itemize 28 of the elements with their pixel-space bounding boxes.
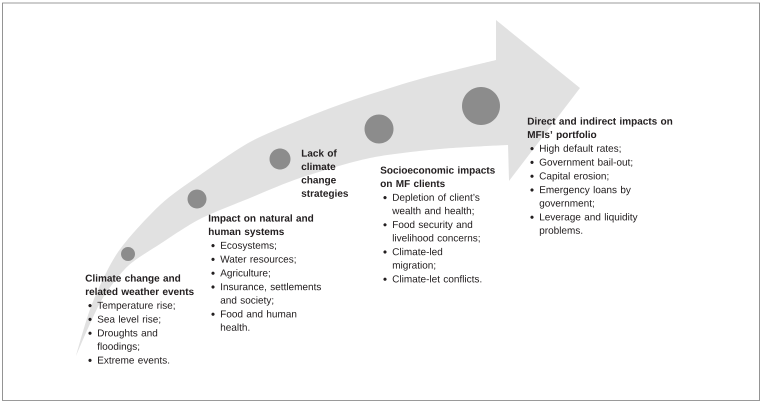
list-item: Capital erosion; [540, 172, 608, 182]
circle-marker [462, 87, 500, 125]
step-heading: Lack of climate change strategies [302, 149, 348, 199]
step-heading: Socioeconomic impacts on MF clients [380, 166, 495, 188]
list-item: Climate-let conflicts. [392, 275, 482, 282]
list-item: Temperature rise; [97, 302, 175, 311]
list-item: Sea level rise; [98, 315, 160, 324]
circle-marker [121, 247, 135, 261]
step-heading: Impact on natural and human systems [208, 214, 314, 238]
circle-marker [364, 114, 394, 144]
step-heading: Climate change and related weather events [86, 274, 194, 296]
list-item: Water resources; [220, 256, 296, 264]
list-item: Food and human health. [220, 310, 296, 331]
list-item: Climate-led migration; [392, 248, 442, 271]
list-item: Government bail-out; [540, 158, 632, 167]
list-item: Extreme events. [98, 356, 170, 364]
list-item: Depletion of client’s wealth and health; [392, 194, 480, 216]
list-item: Agriculture; [220, 269, 270, 278]
circle-marker [270, 148, 290, 170]
step-heading: Direct and indirect impacts on MFIs’ portfolio [528, 117, 672, 140]
list-item: Food security and livelihood concerns; [392, 220, 480, 243]
list-item: Leverage and liquidity problems. [540, 213, 638, 236]
list-item: Ecosystems; [221, 242, 276, 251]
list-item: Emergency loans by government; [540, 186, 631, 209]
circle-marker [188, 190, 206, 208]
list-item: Droughts and floodings; [97, 329, 158, 352]
list-item: Insurance, settlements and society; [220, 282, 321, 306]
list-item: High default rates; [540, 144, 621, 154]
